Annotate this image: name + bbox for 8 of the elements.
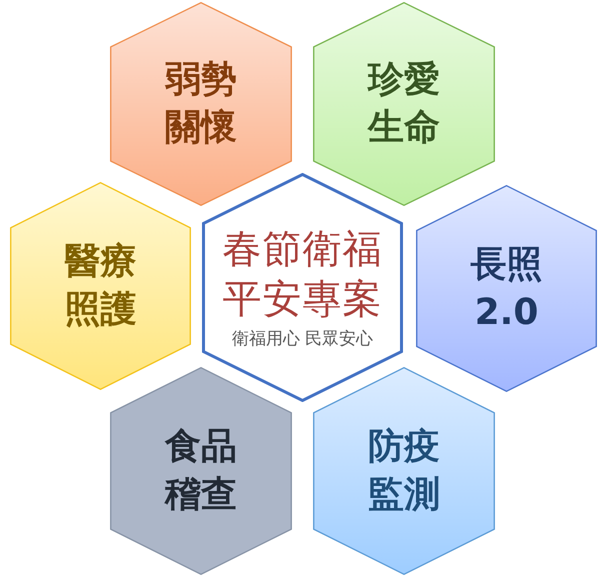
hexagon-label: 長照2.0 — [470, 242, 544, 334]
slogan-text: 衛福用心 民眾安心 — [232, 328, 374, 350]
heading-text: 春節衛福平安專案 — [222, 226, 384, 324]
hexagon-label: 珍愛生命 — [366, 58, 441, 150]
hexagon-label: 食品稽查 — [163, 425, 238, 517]
hexagon-label: 弱勢關懷 — [164, 58, 238, 150]
hexagon-label: 防疫監測 — [367, 425, 441, 517]
hexagon-label: 醫療照護 — [64, 240, 138, 332]
